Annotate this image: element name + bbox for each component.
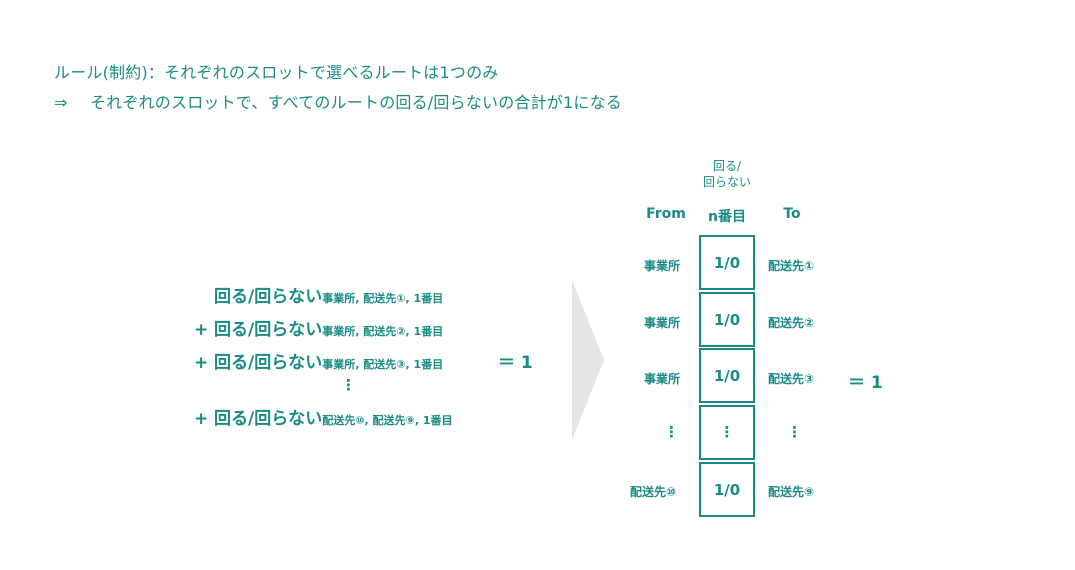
slot-cell: 1/0 bbox=[699, 235, 755, 290]
column-to-header: To bbox=[783, 206, 801, 222]
equation-subscript: 配送先⑩, 配送先⑨, 1番目 bbox=[322, 414, 453, 427]
slot-cell-ellipsis: ⋮ bbox=[699, 405, 755, 460]
rule-consequence: ⇒ それぞれのスロットで、すべてのルートの回る/回らないの合計が1になる bbox=[54, 89, 622, 113]
rule-title: ルール(制約)：それぞれのスロットで選べるルートは1つのみ bbox=[54, 63, 499, 82]
slot-cell: 1/0 bbox=[699, 292, 755, 347]
implies-mark: ⇒ bbox=[54, 93, 68, 112]
equation-row-1: 回る/回らない 事業所, 配送先①, 1番目 bbox=[194, 282, 443, 307]
slot-note-line2: 回らない bbox=[702, 175, 751, 189]
equation-subscript: 事業所, 配送先②, 1番目 bbox=[322, 325, 444, 338]
slot-ellipsis: ⋮ bbox=[719, 423, 735, 441]
plus-sign: + bbox=[194, 353, 209, 373]
equation-term: 回る/回らない bbox=[214, 409, 323, 429]
slot-cell-value: 1/0 bbox=[713, 366, 741, 385]
rule-consequence-text: それぞれのスロットで、すべてのルートの回る/回らないの合計が1になる bbox=[90, 93, 622, 112]
plus-sign: + bbox=[194, 320, 209, 340]
equation-row-2: + 回る/回らない 事業所, 配送先②, 1番目 bbox=[194, 315, 443, 340]
equation-ellipsis: ⋮ bbox=[341, 376, 356, 394]
from-ellipsis: ⋮ bbox=[664, 423, 679, 441]
slot-note-line1: 回る/ bbox=[712, 159, 742, 173]
column-from-header: From bbox=[646, 206, 686, 222]
equation-row-last: + 回る/回らない 配送先⑩, 配送先⑨, 1番目 bbox=[194, 404, 453, 429]
equation-term: 回る/回らない bbox=[214, 287, 323, 307]
from-label: 事業所 bbox=[644, 259, 681, 273]
to-label: 配送先② bbox=[768, 316, 815, 330]
slot-cell: 1/0 bbox=[699, 462, 755, 517]
slot-cell-value: 1/0 bbox=[713, 480, 741, 499]
equation-term: 回る/回らない bbox=[214, 320, 323, 340]
equation-subscript: 事業所, 配送先③, 1番目 bbox=[322, 358, 444, 371]
to-ellipsis: ⋮ bbox=[787, 423, 802, 441]
plus-sign: + bbox=[194, 409, 209, 429]
transform-arrow-icon bbox=[572, 280, 604, 440]
equation-subscript: 事業所, 配送先①, 1番目 bbox=[322, 292, 444, 305]
slot-cell-value: 1/0 bbox=[713, 253, 741, 272]
equation-equals-one: ＝ 1 bbox=[498, 353, 533, 373]
slot-cell-value: 1/0 bbox=[713, 310, 741, 329]
to-label: 配送先① bbox=[768, 259, 815, 273]
grid-equals-one: ＝ 1 bbox=[848, 373, 883, 393]
slot-note: 回る/ 回らない bbox=[690, 158, 764, 190]
to-label: 配送先③ bbox=[768, 372, 815, 386]
from-label: 事業所 bbox=[644, 372, 681, 386]
from-label: 配送先⑩ bbox=[630, 485, 677, 499]
from-label: 事業所 bbox=[644, 316, 681, 330]
slot-cell: 1/0 bbox=[699, 348, 755, 403]
equation-row-3: + 回る/回らない 事業所, 配送先③, 1番目 bbox=[194, 348, 443, 373]
to-label: 配送先⑨ bbox=[768, 485, 815, 499]
equation-term: 回る/回らない bbox=[214, 353, 323, 373]
column-slot-header: n番目 bbox=[708, 209, 746, 225]
